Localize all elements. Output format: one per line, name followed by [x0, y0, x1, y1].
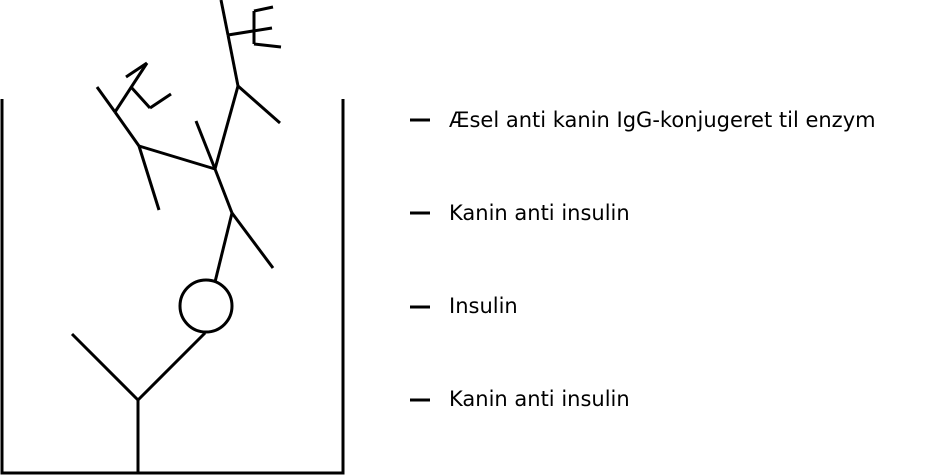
legend: Æsel anti kanin IgG-konjugeret til enzym…: [410, 108, 876, 411]
legend-label: Kanin anti insulin: [449, 387, 630, 411]
insulin-circle: [178, 278, 234, 334]
well-outline: [0, 99, 345, 475]
secondary-antibody-shape: [95, 0, 281, 211]
enzyme-e-right: [227, 5, 282, 49]
legend-item-detection-antibody: Kanin anti insulin: [410, 201, 630, 225]
legend-label: Æsel anti kanin IgG-konjugeret til enzym: [449, 108, 876, 132]
legend-item-insulin: Insulin: [410, 294, 518, 318]
well: [0, 99, 345, 475]
capture-antibody-shape: [70, 331, 207, 473]
detection-antibody-shape: [138, 120, 275, 283]
legend-item-secondary-antibody: Æsel anti kanin IgG-konjugeret til enzym: [410, 108, 876, 132]
legend-label: Kanin anti insulin: [449, 201, 630, 225]
enzyme-e-left: [113, 61, 172, 113]
legend-item-capture-antibody: Kanin anti insulin: [410, 387, 630, 411]
legend-label: Insulin: [449, 294, 518, 318]
